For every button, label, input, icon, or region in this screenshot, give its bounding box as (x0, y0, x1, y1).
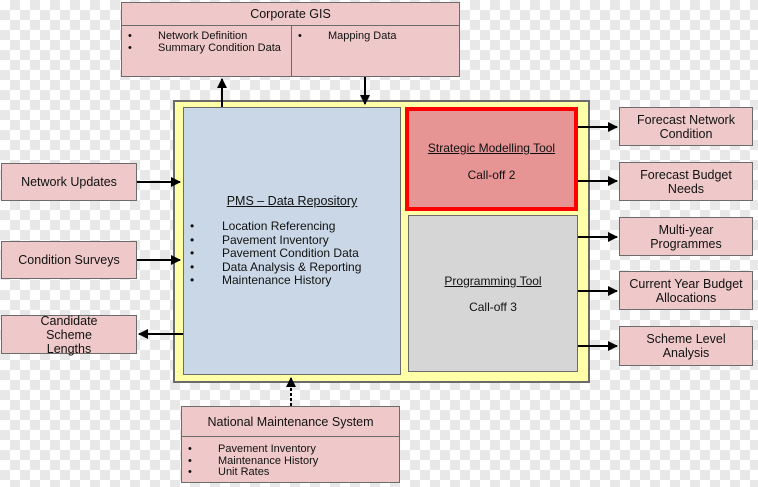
corporate-gis-left-list: Network Definition Summary Condition Dat… (122, 30, 288, 55)
condition-surveys-label: Condition Surveys (18, 253, 120, 267)
list-item: Unit Rates (182, 466, 399, 479)
list-item: Mapping Data (292, 30, 459, 43)
multi-year-programmes-label: Multi-year Programmes (650, 222, 722, 251)
pms-item-list: Location Referencing Pavement Inventory … (184, 219, 400, 288)
strategic-title: Strategic Modelling Tool (427, 141, 556, 155)
pms-data-repository: PMS – Data Repository Location Referenci… (183, 107, 401, 375)
programming-subtitle: Call-off 3 (469, 300, 517, 314)
list-item: Location Referencing (184, 219, 400, 234)
list-item: Pavement Inventory (182, 443, 399, 456)
corporate-gis-box: Corporate GIS Network Definition Summary… (121, 2, 460, 77)
list-item: Data Analysis & Reporting (184, 260, 400, 275)
condition-surveys-box: Condition Surveys (1, 241, 137, 279)
network-updates-box: Network Updates (1, 163, 137, 201)
list-item: Pavement Inventory (184, 233, 400, 248)
list-item: Pavement Condition Data (184, 246, 400, 261)
current-year-budget-allocations-box: Current Year Budget Allocations (619, 271, 753, 310)
list-item: Network Definition (122, 30, 288, 43)
forecast-network-condition-label: Forecast Network Condition (637, 112, 735, 141)
corporate-gis-right-list: Mapping Data (292, 30, 459, 43)
list-item: Maintenance History (182, 455, 399, 468)
pms-title: PMS – Data Repository (226, 194, 358, 208)
forecast-budget-needs-label: Forecast Budget Needs (640, 167, 732, 196)
forecast-network-condition-box: Forecast Network Condition (619, 107, 753, 146)
strategic-subtitle: Call-off 2 (467, 168, 516, 182)
current-year-budget-allocations-label: Current Year Budget Allocations (629, 276, 743, 305)
programming-title: Programming Tool (444, 274, 542, 288)
list-item: Maintenance History (184, 273, 400, 288)
network-updates-label: Network Updates (21, 175, 117, 189)
forecast-budget-needs-box: Forecast Budget Needs (619, 162, 753, 201)
candidate-scheme-lengths-label: Candidate Scheme Lengths (40, 313, 98, 356)
national-maintenance-system-box: National Maintenance System Pavement Inv… (181, 406, 400, 483)
corporate-gis-title: Corporate GIS (122, 3, 459, 26)
corporate-gis-divider (291, 25, 292, 76)
scheme-level-analysis-box: Scheme Level Analysis (619, 326, 753, 366)
scheme-level-analysis-label: Scheme Level Analysis (646, 332, 726, 360)
candidate-scheme-lengths-box: Candidate Scheme Lengths (1, 313, 137, 356)
multi-year-programmes-box: Multi-year Programmes (619, 217, 753, 256)
programming-tool: Programming Tool Call-off 3 (408, 215, 578, 372)
nms-title: National Maintenance System (182, 407, 399, 437)
strategic-modelling-tool: Strategic Modelling Tool Call-off 2 (405, 107, 578, 211)
list-item: Summary Condition Data (122, 42, 288, 55)
nms-item-list: Pavement Inventory Maintenance History U… (182, 443, 399, 479)
